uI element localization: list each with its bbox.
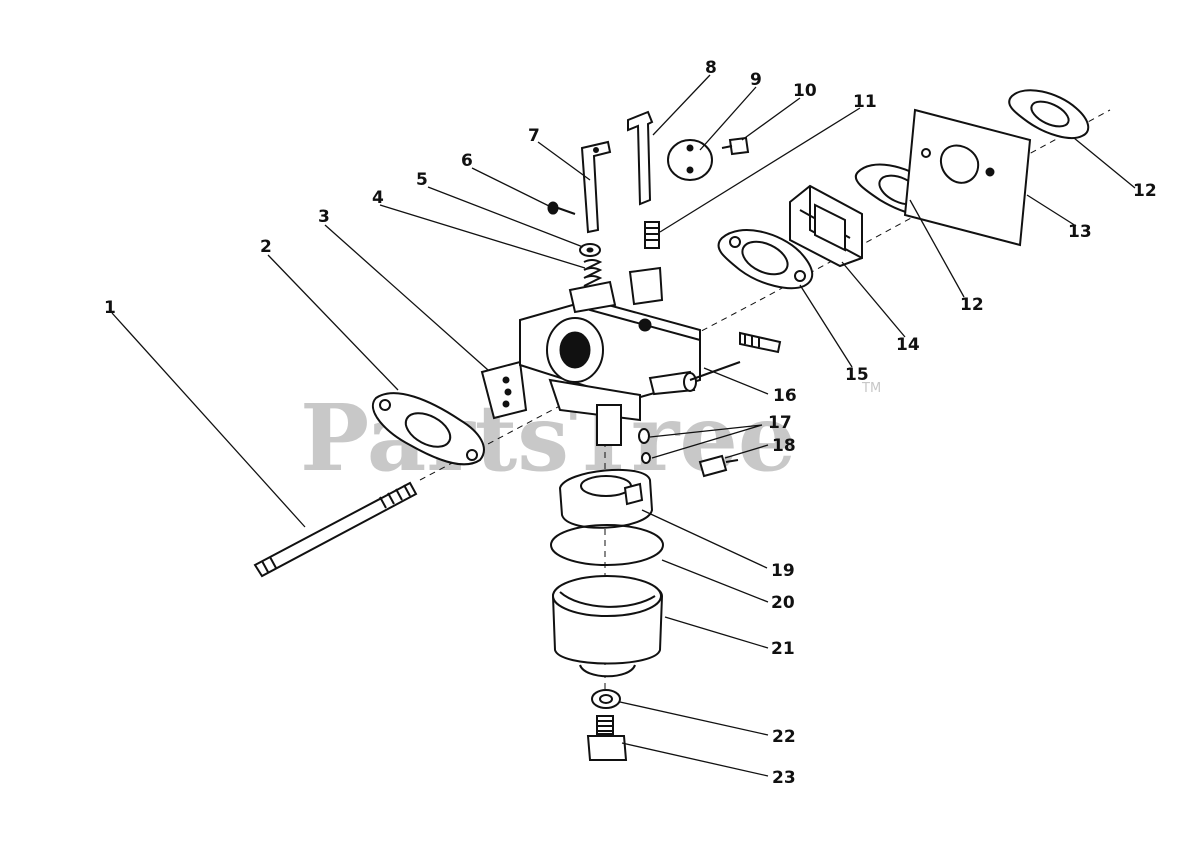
callout-4: 4 (372, 188, 384, 208)
callout-10: 10 (793, 81, 817, 101)
part-carburetor-body (519, 266, 701, 446)
part-throttle-plate (667, 139, 713, 181)
part-throttle-spring (583, 259, 603, 287)
callout-17: 17 (768, 413, 792, 433)
callout-2: 2 (260, 237, 272, 257)
part-idle-screw (644, 221, 660, 249)
callout-18: 18 (772, 436, 796, 456)
callout-1: 1 (104, 298, 116, 318)
leader-lines (111, 74, 1136, 777)
part-washer-5 (579, 243, 601, 257)
part-float-bowl (551, 575, 664, 678)
part-gasket-15 (717, 229, 814, 290)
callout-labels: 1 2 3 4 5 6 7 8 9 10 11 12 12 13 14 15 1… (104, 58, 1157, 788)
callout-12-lower: 12 (960, 295, 984, 315)
callout-9: 9 (750, 70, 762, 90)
part-stud (253, 481, 418, 578)
part-heat-shield (903, 108, 1032, 247)
part-pin (689, 361, 741, 381)
part-bowl-gasket (550, 524, 664, 566)
callout-13: 13 (1068, 222, 1092, 242)
part-screw-10 (721, 136, 750, 156)
part-o-rings (638, 428, 651, 464)
callout-15: 15 (845, 365, 869, 385)
part-spacer (789, 184, 863, 268)
part-washer-22 (591, 689, 621, 709)
part-gasket-12-upper (1008, 89, 1090, 140)
callout-6: 6 (461, 151, 473, 171)
part-mixture-screw (739, 331, 782, 354)
callout-16: 16 (773, 386, 797, 406)
part-bowl-bolt (586, 715, 628, 761)
callout-3: 3 (318, 207, 330, 227)
part-screw-6 (547, 201, 576, 215)
part-float (558, 468, 654, 529)
callout-19: 19 (771, 561, 795, 581)
callout-20: 20 (771, 593, 795, 613)
callout-8: 8 (705, 58, 717, 78)
part-screw-18 (698, 454, 739, 478)
callout-14: 14 (896, 335, 920, 355)
callout-7: 7 (528, 126, 540, 146)
callout-23: 23 (772, 768, 796, 788)
watermark-trademark: TM (861, 381, 881, 396)
callout-5: 5 (416, 170, 428, 190)
callout-12-upper: 12 (1133, 181, 1157, 201)
part-choke-plate (480, 360, 528, 420)
part-throttle-shaft (627, 110, 654, 206)
part-gasket-2 (371, 392, 485, 466)
callout-11: 11 (853, 92, 877, 112)
callout-21: 21 (771, 639, 795, 659)
part-choke-shaft (580, 140, 612, 234)
callout-22: 22 (772, 727, 796, 747)
